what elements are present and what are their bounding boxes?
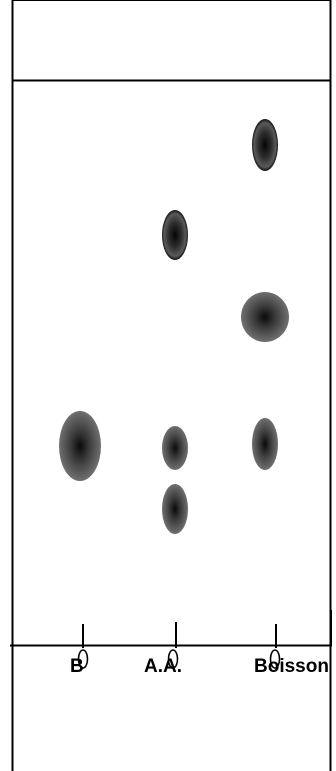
spot-boisson-3 (252, 418, 278, 470)
spot-aa-1 (162, 210, 188, 260)
spot-boisson-2 (241, 292, 289, 342)
spot-boisson-1 (252, 119, 278, 171)
spot-b-1 (59, 411, 101, 481)
lane-label-b: B (70, 654, 84, 680)
lane-label-boisson: Boisson (254, 654, 329, 680)
lane-label-aa: A.A. (144, 654, 182, 680)
spot-aa-2 (162, 426, 188, 470)
spot-aa-3 (162, 484, 188, 534)
